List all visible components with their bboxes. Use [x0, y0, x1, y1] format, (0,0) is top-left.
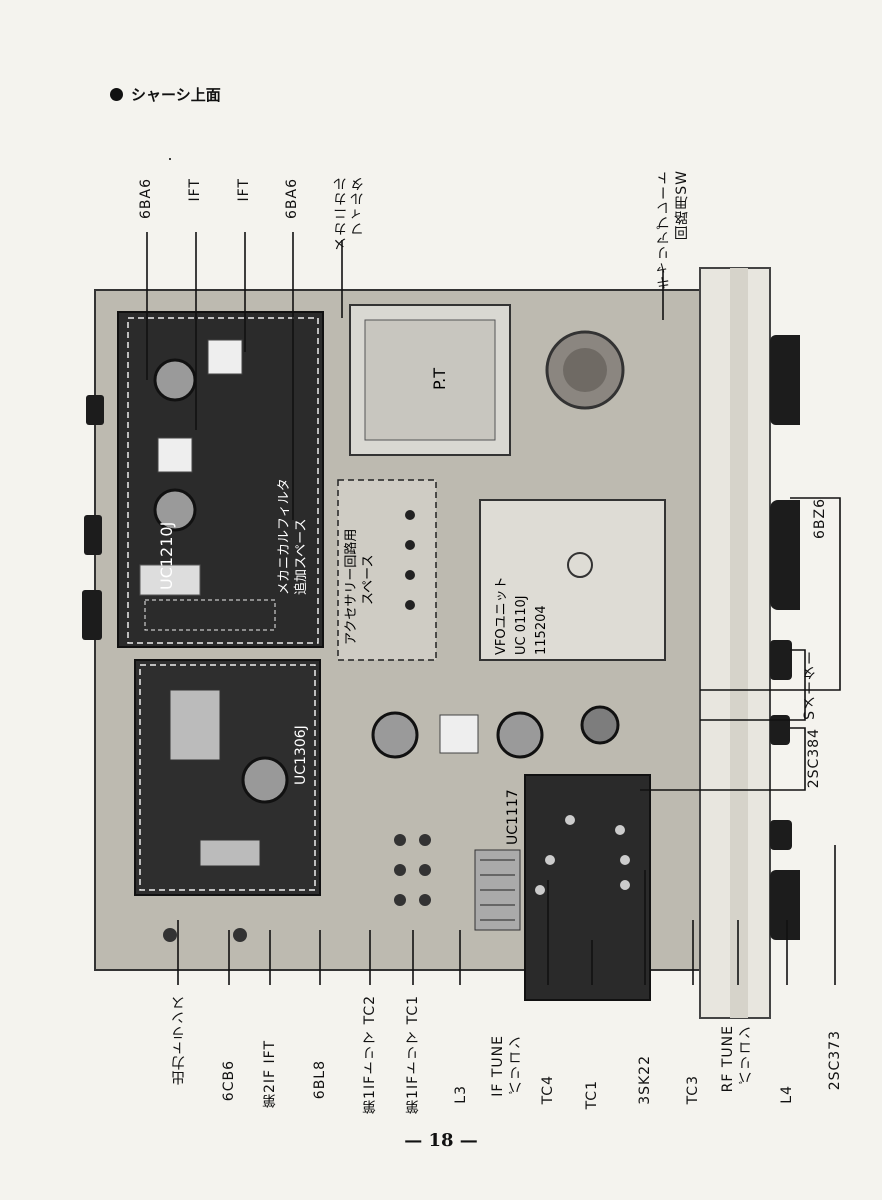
label-if-trimmer-tc2: 第1IFトリマ TC2 — [362, 995, 378, 1114]
vfo-line1: VFOユニット — [494, 576, 509, 655]
page-number: — 18 — — [404, 1130, 478, 1151]
board-uc1117-label: UC1117 — [505, 789, 521, 845]
section-header: シャーシ上面 — [110, 84, 221, 105]
label-output-trans: 出力トランス — [171, 995, 187, 1085]
vfo-line2: UC 0110J — [514, 595, 529, 655]
label-rf-tune-line2: バリコン — [738, 1025, 754, 1085]
label-6cb6: 6CB6 — [221, 1060, 237, 1102]
label-l4: L4 — [779, 1085, 795, 1104]
mech-space-line1: メカニカルフィルタ — [277, 478, 292, 595]
label-6bl8: 6BL8 — [312, 1060, 328, 1100]
pt-label: P.T — [430, 368, 449, 390]
label-if-tune-line2: バリコン — [508, 1035, 524, 1095]
mech-space-line2: 追加スペース — [293, 519, 309, 595]
board-uc1306j-label: UC1306J — [293, 725, 309, 785]
label-tc1: TC1 — [584, 1080, 600, 1110]
label-2sc373: 2SC373 — [827, 1030, 843, 1091]
label-2nd-if-ift: 第2IF IFT — [262, 1040, 278, 1109]
vfo-line3: 115204 — [534, 605, 549, 655]
accessory-line2: スペース — [361, 555, 376, 605]
bullet-icon — [110, 88, 123, 101]
label-tc4: TC4 — [540, 1075, 556, 1105]
label-tc3: TC3 — [685, 1075, 701, 1105]
label-if-trimmer-tc1: 第1IFトリマ TC1 — [405, 995, 421, 1114]
board-uc1210j-label: UC1210J — [157, 522, 176, 590]
section-title: シャーシ上面 — [131, 86, 221, 104]
label-3sk22: 3SK22 — [637, 1055, 653, 1105]
label-rf-tune-line1: RF TUNE — [720, 1025, 736, 1093]
chassis-illustration: UC1210J メカニカルフィルタ 追加スペース P.T アクセサリー回路用 ス… — [82, 267, 800, 1019]
chassis-photo: UC1210J メカニカルフィルタ 追加スペース P.T アクセサリー回路用 ス… — [80, 260, 800, 1040]
label-l3: L3 — [453, 1085, 469, 1104]
accessory-line1: アクセサリー回路用 — [343, 529, 359, 645]
label-if-tune-line1: IF TUNE — [490, 1035, 506, 1097]
